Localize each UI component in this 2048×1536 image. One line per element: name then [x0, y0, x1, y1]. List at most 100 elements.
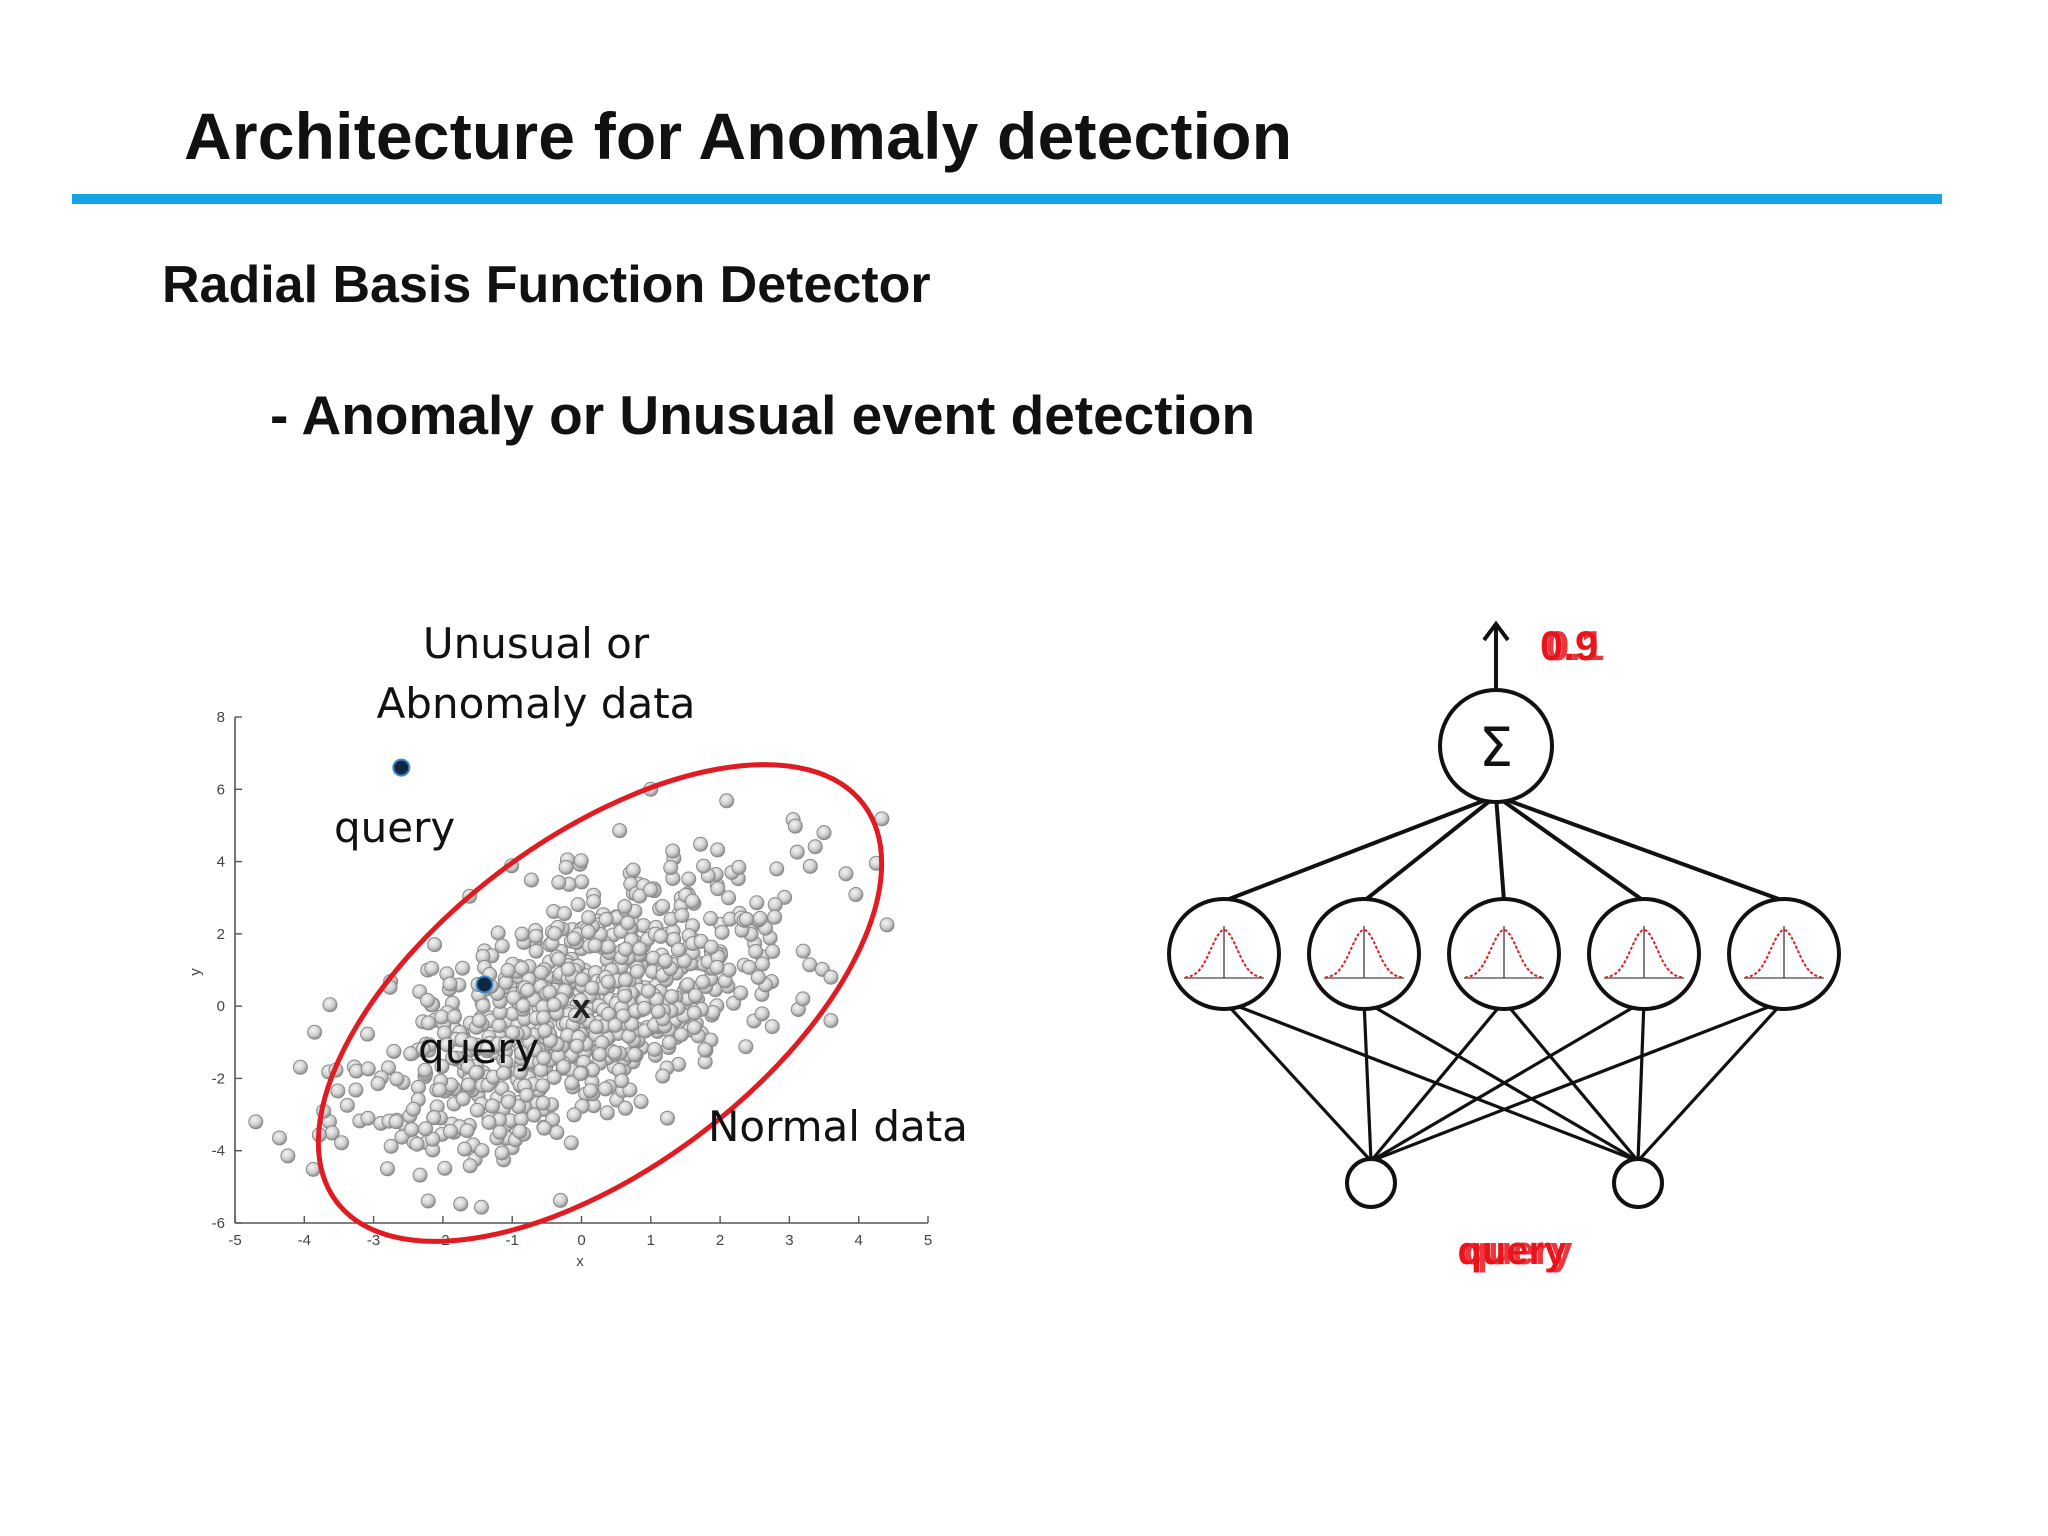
data-point	[695, 974, 711, 990]
output-values: 0.9 0.1	[1540, 622, 1604, 669]
data-point	[625, 862, 641, 878]
data-point	[754, 956, 770, 972]
data-point	[546, 997, 562, 1013]
data-point	[494, 1145, 510, 1161]
data-point	[460, 1077, 476, 1093]
x-tick-label: 1	[647, 1232, 655, 1249]
data-point	[710, 842, 726, 858]
data-point	[528, 943, 544, 959]
data-point	[520, 982, 536, 998]
data-point	[617, 988, 633, 1004]
x-tick-label: -4	[298, 1232, 311, 1249]
input-edge	[1636, 1000, 1646, 1162]
data-point	[457, 1141, 473, 1157]
data-point	[574, 874, 590, 890]
data-point	[360, 1026, 376, 1042]
data-point	[710, 881, 726, 897]
data-point	[514, 926, 530, 942]
data-point	[748, 943, 764, 959]
data-point	[620, 915, 636, 931]
data-point	[512, 1064, 528, 1080]
data-point	[767, 897, 783, 913]
input-label-b: query	[1464, 1229, 1574, 1273]
data-point	[795, 943, 811, 959]
data-point	[787, 818, 803, 834]
data-point	[546, 1069, 562, 1085]
slide-title: Architecture for Anomaly detection	[184, 99, 1293, 173]
data-point	[560, 961, 576, 977]
data-point	[741, 959, 757, 975]
data-point	[403, 1046, 419, 1062]
data-point	[558, 859, 574, 875]
data-point	[330, 1083, 346, 1099]
data-point	[726, 995, 742, 1011]
data-point	[360, 1061, 376, 1077]
data-point	[515, 998, 531, 1014]
data-point	[412, 1167, 428, 1183]
x-tick-label: 2	[716, 1232, 724, 1249]
data-point	[684, 893, 700, 909]
data-point	[420, 1193, 436, 1209]
data-point	[807, 839, 823, 855]
y-tick-label: 6	[217, 781, 225, 798]
data-point	[640, 983, 656, 999]
data-point	[513, 1111, 529, 1127]
normal-region-ellipse	[315, 762, 885, 1244]
data-point	[731, 859, 747, 875]
data-point	[383, 1138, 399, 1154]
data-point	[599, 1105, 615, 1121]
x-tick-label: 3	[785, 1232, 793, 1249]
output-value-a: 0.9	[1540, 622, 1598, 669]
rbf-unit	[1587, 897, 1701, 1011]
data-point	[272, 1130, 288, 1146]
data-point	[568, 1007, 584, 1023]
data-point	[566, 931, 582, 947]
y-tick-label: -4	[212, 1143, 225, 1160]
data-point	[445, 1050, 461, 1066]
data-point	[697, 1042, 713, 1058]
data-point	[536, 1010, 552, 1026]
data-point	[535, 1095, 551, 1111]
data-point	[789, 844, 805, 860]
data-point	[879, 917, 895, 933]
query-inlier-label: query	[418, 1024, 539, 1073]
data-point	[681, 871, 697, 887]
data-point	[686, 1005, 702, 1021]
data-point	[386, 1043, 402, 1059]
data-point	[459, 1123, 475, 1139]
x-axis-label: x	[576, 1253, 584, 1270]
slide-subtitle: Radial Basis Function Detector	[162, 256, 931, 314]
data-point	[600, 1006, 616, 1022]
data-point	[348, 1082, 364, 1098]
data-point	[418, 1121, 434, 1137]
data-point	[292, 1059, 308, 1075]
data-point	[425, 1131, 441, 1147]
data-point	[719, 793, 735, 809]
data-point	[388, 1114, 404, 1130]
data-point	[494, 938, 510, 954]
data-point	[629, 964, 645, 980]
outlier-point	[823, 969, 839, 985]
data-point	[769, 861, 785, 877]
bullet-point: - Anomaly or Unusual event detection	[270, 384, 1256, 446]
data-point	[636, 1001, 652, 1017]
data-point	[536, 1120, 552, 1136]
data-point	[405, 1101, 421, 1117]
data-point	[455, 1091, 471, 1107]
data-point	[519, 1087, 535, 1103]
data-point	[580, 924, 596, 940]
data-point	[721, 890, 737, 906]
data-point	[586, 894, 602, 910]
data-point	[533, 965, 549, 981]
data-point	[409, 1136, 425, 1152]
data-point	[693, 836, 709, 852]
data-point	[462, 1158, 478, 1174]
rbf-network: Σ 0.9 0.1 query query	[1167, 620, 1841, 1273]
input-edge	[1362, 1000, 1373, 1162]
y-tick-label: 0	[217, 998, 225, 1015]
data-point	[447, 1009, 463, 1025]
outlier-point	[379, 1161, 395, 1177]
data-point	[665, 843, 681, 859]
data-point	[597, 1081, 613, 1097]
scatter-points	[248, 760, 895, 1215]
